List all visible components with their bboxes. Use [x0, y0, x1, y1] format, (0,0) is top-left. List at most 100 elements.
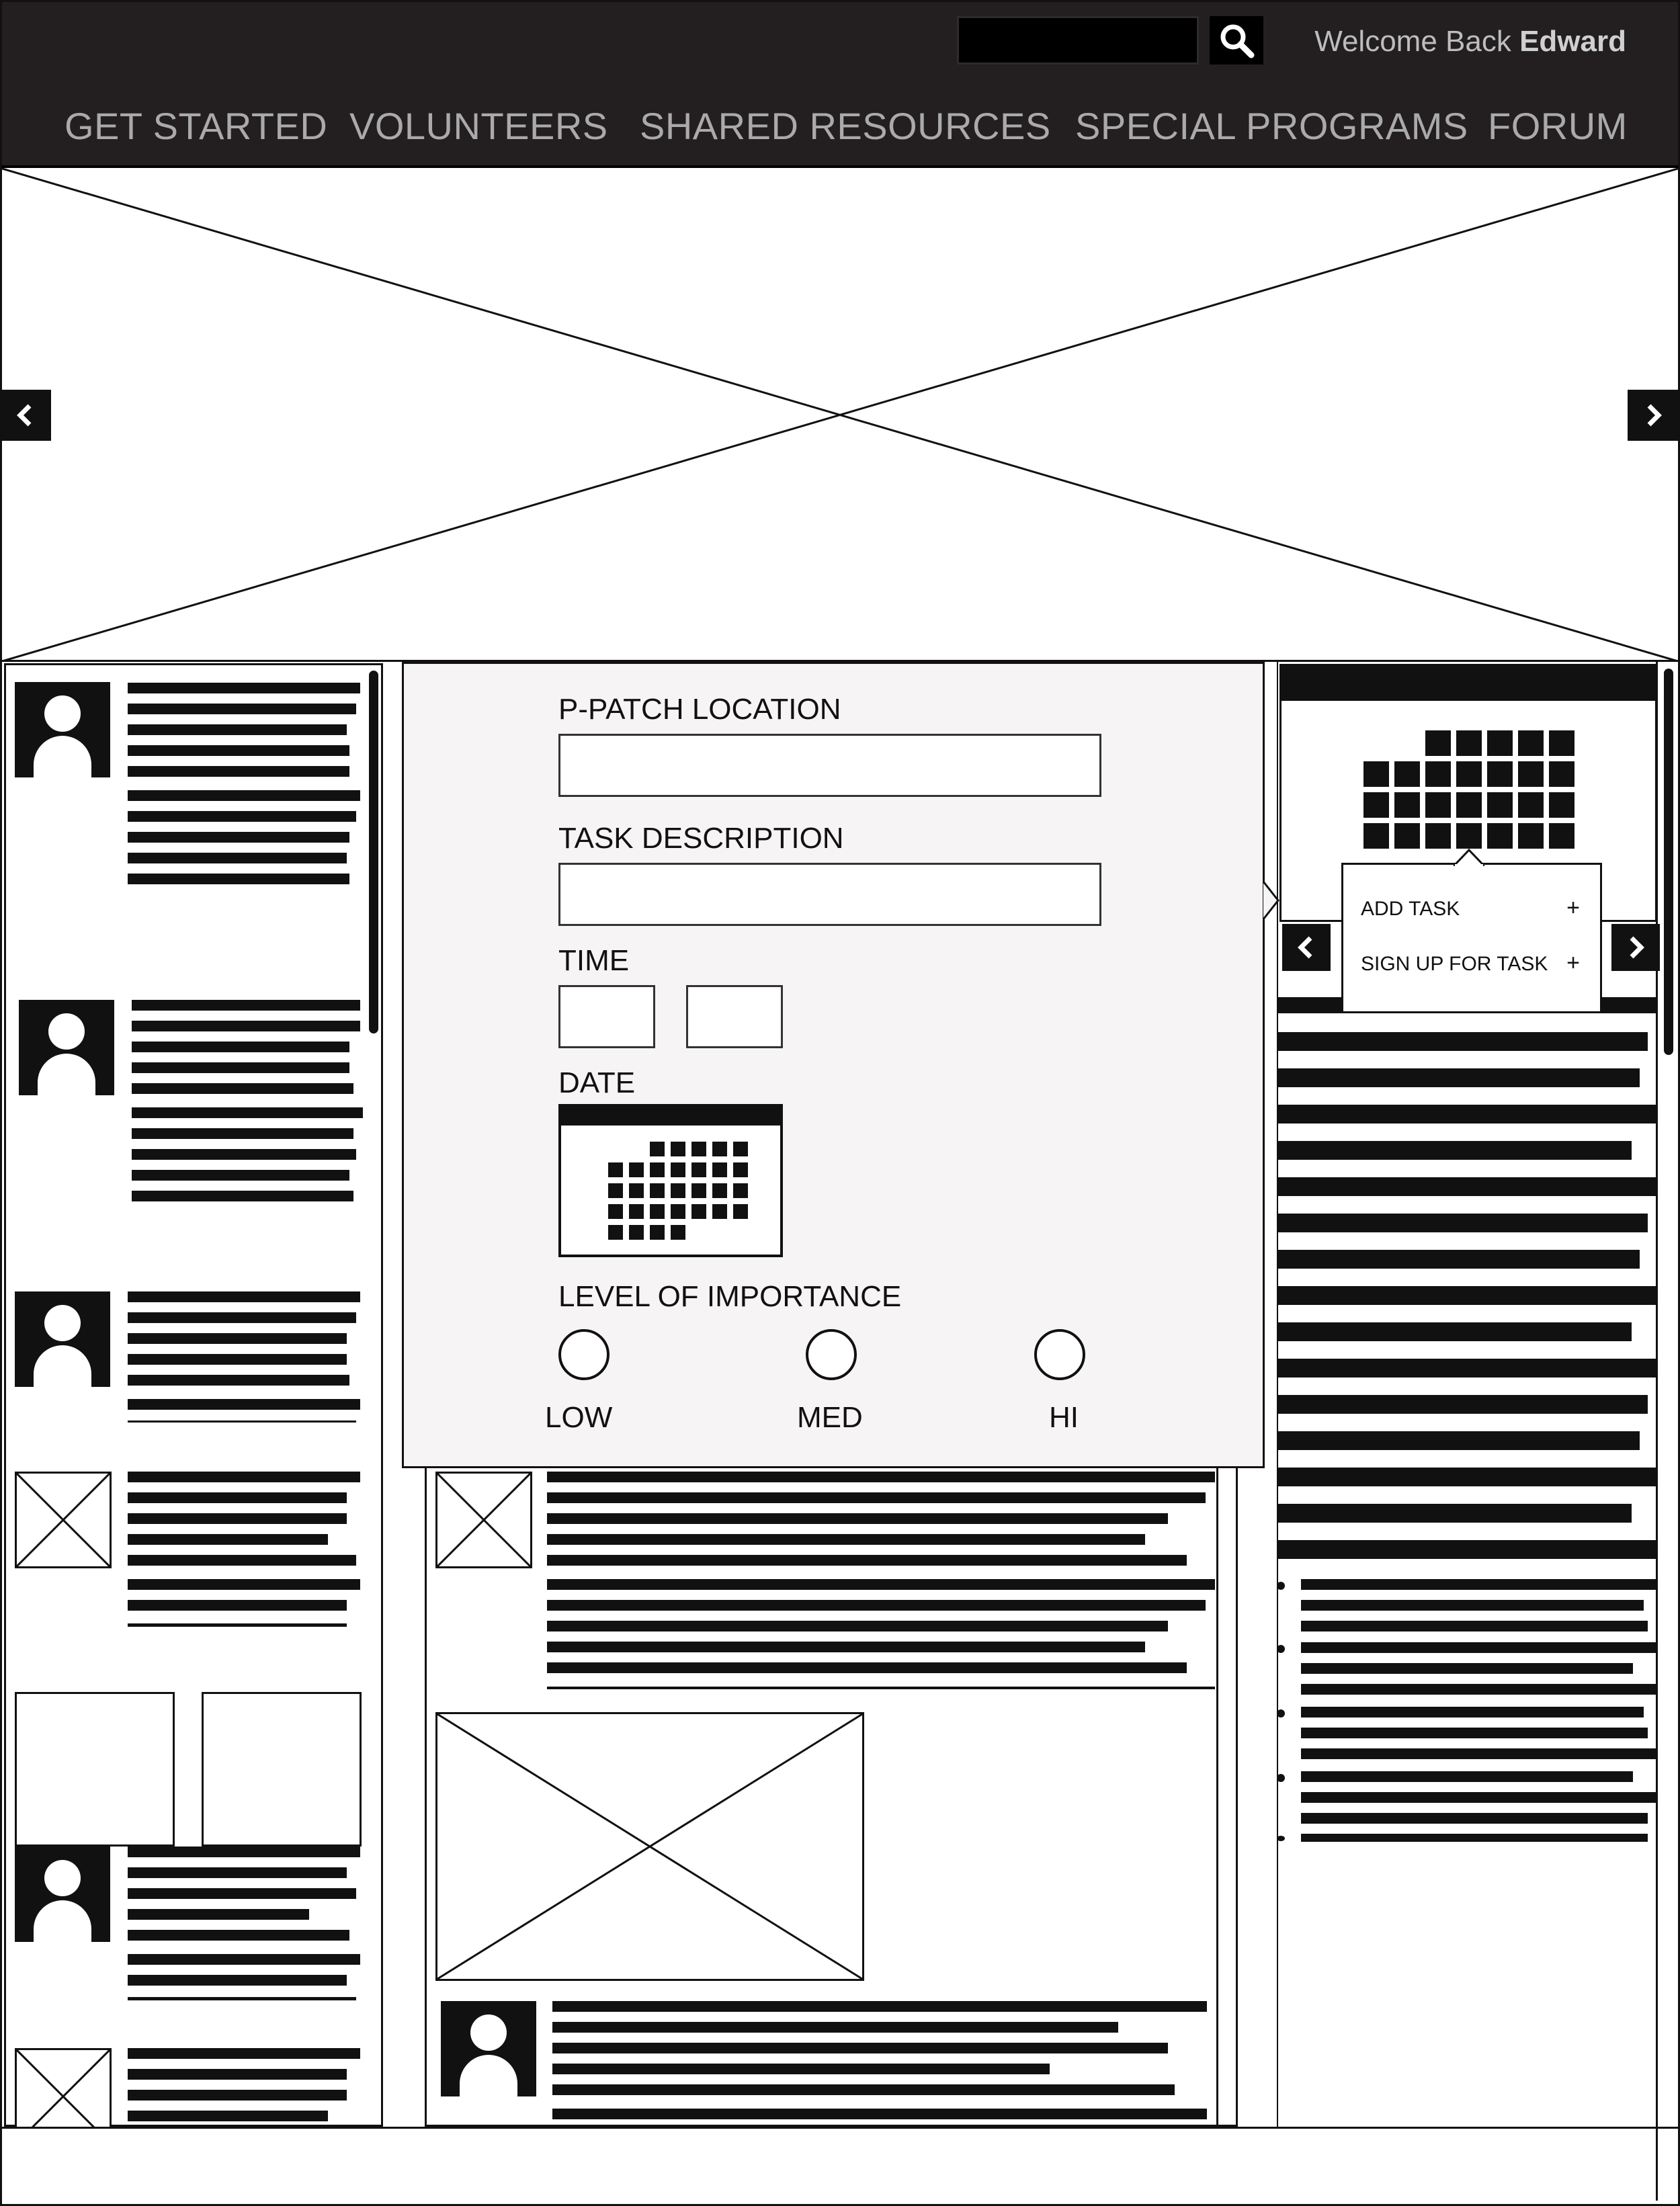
calendar-day[interactable] — [1518, 730, 1544, 756]
calendar-day[interactable] — [629, 1183, 644, 1198]
calendar-day[interactable] — [712, 1183, 727, 1198]
calendar-day[interactable] — [608, 1183, 623, 1198]
search-input[interactable] — [957, 16, 1199, 65]
add-task-menu-item[interactable]: ADD TASK — [1361, 898, 1460, 920]
calendar-day[interactable] — [608, 1162, 623, 1177]
avatar — [15, 1847, 110, 1942]
nav-forum[interactable]: FORUM — [1488, 105, 1628, 147]
calendar-day[interactable] — [1549, 792, 1574, 818]
calendar-day[interactable] — [650, 1162, 665, 1177]
time-start-input[interactable] — [558, 985, 655, 1048]
calendar-day[interactable] — [1518, 761, 1544, 787]
calendar-day[interactable] — [671, 1142, 685, 1156]
time-end-input[interactable] — [686, 985, 783, 1048]
calendar-day[interactable] — [1394, 823, 1420, 849]
calendar-day[interactable] — [629, 1225, 644, 1240]
nav-get-started[interactable]: GET STARTED — [65, 105, 328, 147]
image-placeholder — [435, 1472, 532, 1568]
calendar-day[interactable] — [712, 1142, 727, 1156]
importance-low-label: LOW — [545, 1401, 613, 1434]
calendar-day[interactable] — [629, 1162, 644, 1177]
calendar-day[interactable] — [1518, 792, 1544, 818]
calendar-day[interactable] — [671, 1183, 685, 1198]
calendar-day[interactable] — [1487, 823, 1513, 849]
calendar-day[interactable] — [1394, 761, 1420, 787]
left-scrollbar[interactable] — [369, 671, 378, 1033]
hero-next-button[interactable] — [1628, 390, 1679, 441]
calendar-day[interactable] — [650, 1204, 665, 1219]
calendar-day[interactable] — [691, 1142, 706, 1156]
calendar-day[interactable] — [1487, 792, 1513, 818]
calendar-day[interactable] — [691, 1162, 706, 1177]
calendar-day[interactable] — [1518, 823, 1544, 849]
calendar-day[interactable] — [733, 1183, 748, 1198]
calendar-day[interactable] — [650, 1142, 665, 1156]
plus-icon[interactable]: + — [1566, 895, 1580, 921]
calendar-day[interactable] — [671, 1225, 685, 1240]
importance-low-radio[interactable] — [558, 1329, 610, 1380]
calendar-day[interactable] — [1487, 761, 1513, 787]
calendar-day[interactable] — [629, 1204, 644, 1219]
image-placeholder — [15, 2048, 112, 2129]
date-picker[interactable] — [558, 1104, 783, 1257]
plus-icon[interactable]: + — [1566, 950, 1580, 976]
welcome-prefix: Welcome Back — [1314, 25, 1511, 58]
calendar-day[interactable] — [650, 1225, 665, 1240]
calendar-day[interactable] — [1456, 792, 1482, 818]
dialog-pointer — [1262, 881, 1279, 920]
calendar-day[interactable] — [712, 1162, 727, 1177]
add-task-dialog: P-PATCH LOCATION TASK DESCRIPTION TIME D… — [402, 662, 1265, 1468]
calendar-day[interactable] — [671, 1204, 685, 1219]
calendar-day[interactable] — [712, 1204, 727, 1219]
popover-pointer — [1454, 849, 1484, 866]
calendar-day[interactable] — [1456, 761, 1482, 787]
right-scrollbar[interactable] — [1664, 669, 1673, 1055]
calendar-day[interactable] — [733, 1204, 748, 1219]
calendar-day[interactable] — [733, 1142, 748, 1156]
calendar-prev-button[interactable] — [1282, 924, 1331, 971]
location-input[interactable] — [558, 734, 1101, 797]
sign-up-for-task-menu-item[interactable]: SIGN UP FOR TASK — [1361, 953, 1548, 975]
calendar-day[interactable] — [1363, 792, 1389, 818]
description-input[interactable] — [558, 863, 1101, 926]
calendar-day[interactable] — [608, 1204, 623, 1219]
calendar-day[interactable] — [733, 1162, 748, 1177]
calendar-day[interactable] — [1549, 761, 1574, 787]
nav-shared-resources[interactable]: SHARED RESOURCES — [640, 105, 1051, 147]
search-icon[interactable] — [1210, 16, 1263, 65]
chevron-right-icon — [1630, 936, 1644, 959]
calendar-day[interactable] — [1394, 792, 1420, 818]
importance-med-radio[interactable] — [806, 1329, 857, 1380]
nav-volunteers[interactable]: VOLUNTEERS — [349, 105, 608, 147]
user-name[interactable]: Edward — [1519, 25, 1626, 58]
date-label: DATE — [558, 1066, 636, 1099]
calendar-day[interactable] — [1549, 823, 1574, 849]
calendar-next-button[interactable] — [1611, 924, 1660, 971]
avatar — [15, 1291, 110, 1387]
calendar-day[interactable] — [1456, 823, 1482, 849]
avatar — [441, 2001, 536, 2096]
calendar-day[interactable] — [1487, 730, 1513, 756]
image-placeholder — [15, 1692, 175, 1847]
calendar-day[interactable] — [1456, 730, 1482, 756]
chevron-left-icon — [17, 404, 32, 427]
importance-label: LEVEL OF IMPORTANCE — [558, 1280, 902, 1313]
calendar-day[interactable] — [671, 1162, 685, 1177]
calendar-day[interactable] — [608, 1225, 623, 1240]
calendar-day[interactable] — [1425, 730, 1451, 756]
calendar-day[interactable] — [691, 1204, 706, 1219]
avatar — [19, 1000, 114, 1095]
calendar-day[interactable] — [650, 1183, 665, 1198]
calendar-day[interactable] — [1425, 792, 1451, 818]
nav-special-programs[interactable]: SPECIAL PROGRAMS — [1075, 105, 1468, 147]
calendar-day[interactable] — [1363, 761, 1389, 787]
calendar-day[interactable] — [1425, 761, 1451, 787]
calendar-day[interactable] — [691, 1183, 706, 1198]
hero-prev-button[interactable] — [0, 390, 51, 441]
calendar-day[interactable] — [1363, 823, 1389, 849]
calendar-day[interactable] — [1425, 823, 1451, 849]
importance-hi-radio[interactable] — [1034, 1329, 1085, 1380]
description-label: TASK DESCRIPTION — [558, 822, 844, 855]
top-navigation-bar: Welcome Back Edward GET STARTED VOLUNTEE… — [0, 0, 1680, 168]
calendar-day[interactable] — [1549, 730, 1574, 756]
